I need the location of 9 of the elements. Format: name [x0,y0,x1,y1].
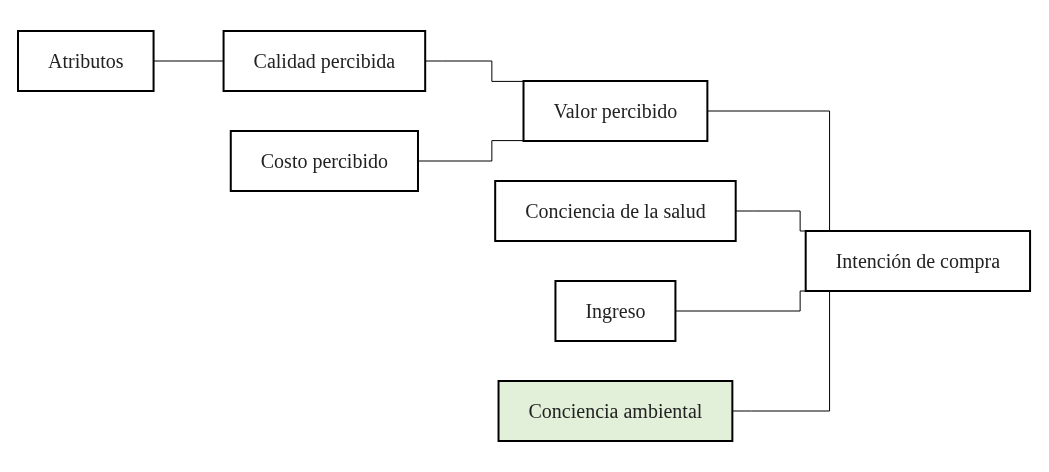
node-box: Intención de compra [805,230,1032,292]
node-box: Conciencia de la salud [494,180,738,242]
node-box: Ingreso [554,280,677,342]
node-box: Costo percibido [230,130,420,192]
node-box: Conciencia ambiental [498,380,734,442]
connector [425,60,525,82]
node-box: Calidad percibida [223,30,427,92]
node-box: Valor percibido [523,80,709,142]
node-box: Atributos [17,30,156,92]
